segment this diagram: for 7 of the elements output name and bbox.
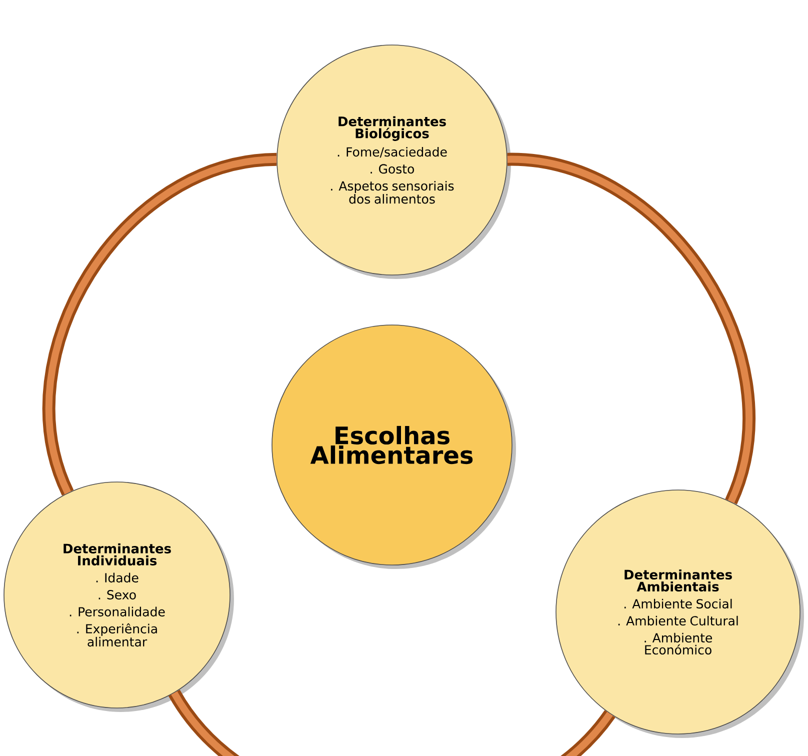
ring-arc bbox=[42, 152, 278, 496]
ring-arc bbox=[168, 689, 615, 756]
circle-node: Determinantes Ambientais . Ambiente Social . Ambiente Cultural . Ambiente Económico bbox=[556, 490, 800, 734]
circle-node: Determinantes Individuais . Idade . Sexo . Personalidade . Experiência alimentar bbox=[4, 482, 230, 708]
circle-node: Escolhas Alimentares bbox=[272, 324, 512, 566]
circle-node: Determinantes Biológicos . Fome/saciedade . Gosto . Aspetos sensoriais dos alimentos bbox=[276, 44, 508, 276]
ring-arc bbox=[506, 152, 756, 504]
